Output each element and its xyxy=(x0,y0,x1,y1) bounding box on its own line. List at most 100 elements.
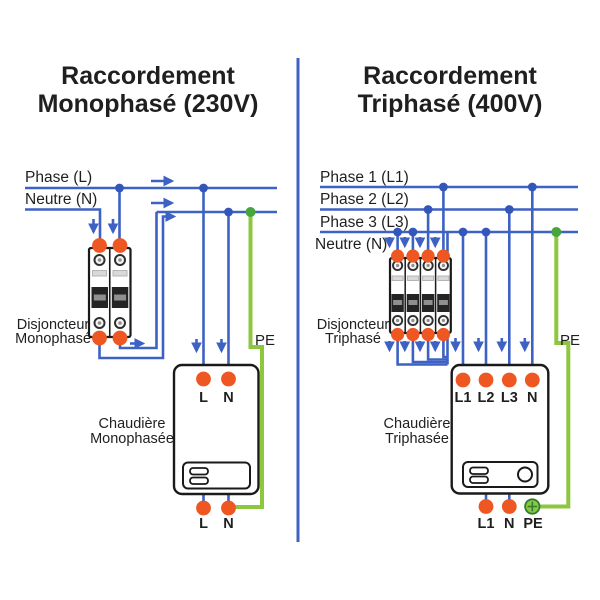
breaker-label-windows xyxy=(391,275,450,281)
junction-dot xyxy=(458,227,468,237)
junction-dot xyxy=(393,227,402,237)
neutral-bus-wire xyxy=(25,208,102,246)
screw-slot xyxy=(396,263,400,268)
screw-slot xyxy=(411,263,415,268)
terminal-dot xyxy=(478,372,494,388)
terminal-dot xyxy=(421,249,435,263)
terminal-dot xyxy=(391,249,405,263)
single-phase-boiler xyxy=(172,363,260,516)
terminal-dot xyxy=(221,500,236,516)
terminal-dot xyxy=(501,372,517,388)
right-pe-label: PE xyxy=(560,332,581,349)
right-panel-wires xyxy=(320,182,578,509)
left-boiler-terminal-top-l: L xyxy=(199,390,208,406)
earth-terminal-icon xyxy=(524,498,541,515)
terminal-dot xyxy=(406,327,420,342)
breaker-toggles xyxy=(391,294,450,312)
three-phase-breaker xyxy=(388,249,452,342)
breaker-output-outer-wire xyxy=(98,211,177,360)
breaker-output-wire-1 xyxy=(396,334,448,366)
right-boiler-terminal-top-l3: L3 xyxy=(500,390,518,406)
toggle-handle xyxy=(393,300,403,305)
right-bus-label-l1: Phase 1 (L1) xyxy=(320,168,409,186)
junction-dot xyxy=(439,182,448,192)
junction-dot xyxy=(115,183,124,193)
screw-slot xyxy=(97,321,102,325)
terminal-dot xyxy=(196,500,211,516)
right-breaker-label-line1: Disjoncteur xyxy=(316,316,390,333)
right-boiler-terminal-bottom-l1: L1 xyxy=(477,516,495,532)
left-title-line1: Raccordement xyxy=(61,62,235,90)
screw-slot xyxy=(396,318,400,323)
right-title-line2: Triphasé (400V) xyxy=(357,90,543,118)
toggle-handle xyxy=(408,300,418,305)
right-title-line1: Raccordement xyxy=(363,62,537,90)
pe-junction-dot xyxy=(245,207,256,217)
right-breaker-label-line2: Triphasé xyxy=(325,331,381,347)
left-boiler-terminal-top-n: N xyxy=(223,390,234,406)
pe-earth-wire xyxy=(540,232,571,509)
terminal-dot xyxy=(421,327,435,342)
terminal-dot xyxy=(406,249,420,263)
breaker-output-wire-2 xyxy=(411,334,448,364)
vent-slot xyxy=(189,476,209,485)
junction-dot xyxy=(199,183,208,193)
left-pe-label: PE xyxy=(255,332,276,349)
right-boiler-terminal-top-l2: L2 xyxy=(477,390,495,406)
terminal-dot xyxy=(112,238,128,253)
right-bus-label-neutral: Neutre (N) xyxy=(315,236,388,253)
breaker-label-window xyxy=(437,275,450,281)
left-title-line2: Monophasé (230V) xyxy=(37,90,259,118)
terminal-dot xyxy=(112,330,128,346)
screw-slot xyxy=(118,258,122,262)
vent-slot xyxy=(469,466,489,475)
terminal-dot xyxy=(436,249,450,263)
right-boiler-label-line1: Chaudière xyxy=(383,416,451,432)
breaker-label-window xyxy=(406,275,419,281)
vent-slot xyxy=(469,475,489,484)
screw-slot xyxy=(411,318,415,323)
screw-slot xyxy=(426,318,430,323)
left-bus-label-phase: Phase (L) xyxy=(25,168,93,186)
breaker-label-window xyxy=(391,275,404,281)
screw-slot xyxy=(118,321,122,325)
terminal-dot xyxy=(501,499,517,514)
toggle-handle xyxy=(423,300,433,305)
screw-slot xyxy=(441,318,445,323)
terminal-dot xyxy=(92,330,107,346)
right-boiler-terminal-top-l1: L1 xyxy=(454,390,472,406)
terminal-dot xyxy=(478,499,494,514)
indicator-light xyxy=(517,466,533,483)
junction-dot xyxy=(423,205,433,214)
screw-slot xyxy=(426,263,430,268)
right-bus-label-l3: Phase 3 (L3) xyxy=(320,213,409,231)
left-boiler-label-line2: Monophasée xyxy=(90,430,174,447)
pe-junction-dot xyxy=(551,227,562,237)
junction-dot xyxy=(408,227,418,237)
breaker-screws-bottom xyxy=(392,314,449,327)
left-boiler-terminal-bottom-l: L xyxy=(199,516,208,532)
three-phase-boiler xyxy=(450,363,550,515)
junction-dot xyxy=(527,182,537,192)
junction-dot xyxy=(224,207,233,217)
screw-slot xyxy=(441,263,445,268)
breaker-label-window xyxy=(422,275,435,281)
right-boiler-terminal-bottom-pe: PE xyxy=(523,516,543,532)
toggle-handle xyxy=(93,294,106,301)
terminal-dot xyxy=(196,371,211,387)
left-bus-label-neutral: Neutre (N) xyxy=(25,191,98,208)
junction-dot xyxy=(504,205,514,214)
right-boiler-label-line2: Triphasée xyxy=(385,430,449,447)
screw-slot xyxy=(97,258,102,262)
left-breaker-label-line2: Monophasé xyxy=(15,331,91,347)
breaker-pole-divider xyxy=(404,258,437,333)
breaker-label-window xyxy=(112,270,128,277)
pe-earth-wire xyxy=(232,212,264,509)
terminal-dot xyxy=(221,371,236,387)
terminal-dot xyxy=(524,372,540,388)
breaker-output-wire-4 xyxy=(442,334,448,359)
right-bus-label-l2: Phase 2 (L2) xyxy=(320,191,409,208)
right-boiler-terminal-top-n: N xyxy=(527,390,538,406)
